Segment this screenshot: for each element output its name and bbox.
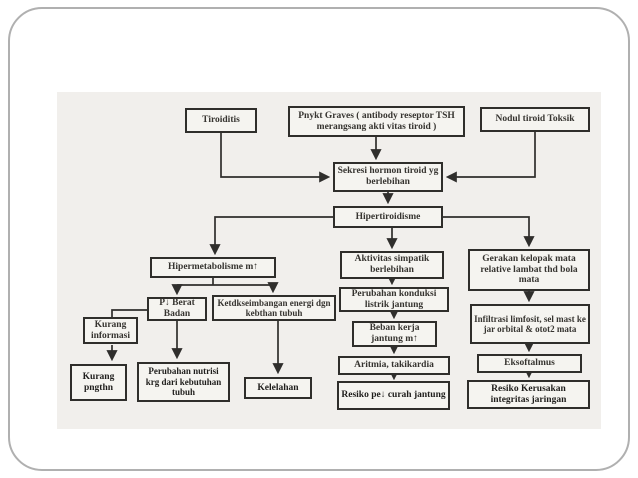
node-kurang-informasi: Kurang informasi [83,317,138,344]
node-resiko-curah-jantung: Resiko pe↓ curah jantung [337,381,450,410]
node-eksoftalmus: Eksoftalmus [477,354,582,373]
node-aritmia-takikardia: Aritmia, takikardia [338,356,450,375]
node-hipertiroidisme: Hipertiroidisme [333,206,443,228]
node-resiko-kerusakan-jaringan: Resiko Kerusakan integritas jaringan [467,380,590,409]
node-aktivitas-simpatik: Aktivitas simpatik berlebihan [340,251,444,279]
node-infiltrasi-limfosit: Infiltrasi limfosit, sel mast ke jar orb… [470,304,590,344]
node-perubahan-nutrisi: Perubahan nutrisi krg dari kebutuhan tub… [137,362,230,402]
node-kelelahan: Kelelahan [244,377,312,399]
node-hipermetabolisme: Hipermetabolisme m↑ [150,257,276,278]
node-ketidakseimbangan-energi: Ketdkseimbangan energi dgn kebthan tubuh [212,295,336,321]
node-perubahan-konduksi: Perubahan konduksi listrik jantung [339,287,449,312]
node-sekresi-hormon: Sekresi hormon tiroid yg berlebihan [333,162,443,192]
node-gerakan-kelopak-mata: Gerakan kelopak mata relative lambat thd… [468,249,590,291]
node-kurang-pengetahuan: Kurang pngthn [70,364,127,401]
node-penyakit-graves: Pnykt Graves ( antibody reseptor TSH mer… [288,106,465,137]
node-nodul-tiroid-toksik: Nodul tiroid Toksik [480,107,590,132]
node-penurunan-berat-badan: P↓ Berat Badan [147,297,207,321]
node-tiroiditis: Tiroiditis [185,108,257,133]
node-beban-kerja-jantung: Beban kerja jantung m↑ [352,321,437,347]
